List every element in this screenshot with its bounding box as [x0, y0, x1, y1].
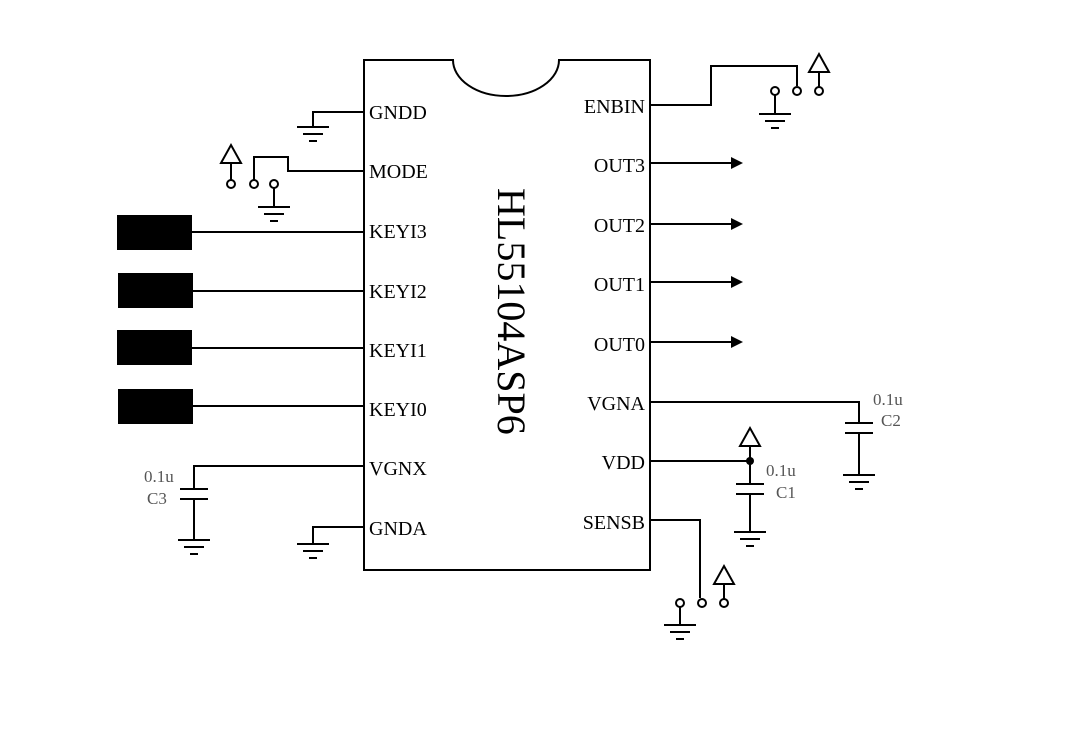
pin-label-out2: OUT2: [594, 215, 645, 237]
out0-output: [650, 336, 743, 348]
capacitor-value-label: 0.1u: [766, 461, 796, 480]
touch-pad-icon: [118, 389, 193, 424]
out2-output: [650, 218, 743, 230]
pin-label-mode: MODE: [369, 161, 428, 183]
chip-part-number: HL55104ASP6: [489, 188, 534, 435]
enbin-jumper-switch: [650, 51, 831, 129]
pin-label-keyi2: KEYI2: [369, 281, 427, 303]
pin-label-out1: OUT1: [594, 274, 645, 296]
pin-label-vdd: VDD: [602, 452, 645, 474]
pin-label-out3: OUT3: [594, 155, 645, 177]
ic-body: [363, 59, 651, 571]
capacitor-c2: 0.1u C2: [650, 390, 903, 490]
ground-symbol-icon: [759, 113, 791, 129]
pin-label-keyi0: KEYI0: [369, 399, 427, 421]
switch-terminal-icon: [770, 86, 780, 96]
arrow-right-icon: [731, 157, 743, 169]
capacitor-value-label: 0.1u: [873, 390, 903, 409]
capacitor-plate-icon: [180, 488, 208, 500]
ground-symbol-icon: [297, 543, 329, 559]
vdd-supply-triangle-icon: [807, 51, 831, 73]
switch-terminal-icon: [675, 598, 685, 608]
switch-terminal-icon: [792, 86, 802, 96]
touch-pad-icon: [117, 215, 192, 250]
pin-label-vgna: VGNA: [587, 393, 645, 415]
out3-output: [650, 157, 743, 169]
capacitor-ref-label: C2: [881, 411, 901, 430]
pin-label-enbin: ENBIN: [584, 96, 645, 118]
mode-jumper-switch: [219, 142, 364, 222]
ground-symbol-icon: [734, 531, 766, 547]
keyi3-touch-pad: [117, 215, 364, 250]
pin-label-keyi1: KEYI1: [369, 340, 427, 362]
pin-label-vgnx: VGNX: [369, 458, 427, 480]
ground-symbol-icon: [258, 206, 290, 222]
capacitor-value-label: 0.1u: [144, 467, 174, 486]
capacitor-c1: 0.1u C1: [650, 425, 796, 547]
capacitor-ref-label: C3: [147, 489, 167, 508]
keyi0-touch-pad: [118, 389, 364, 424]
touch-pad-icon: [118, 273, 193, 308]
switch-terminal-icon: [249, 179, 259, 189]
out1-output: [650, 276, 743, 288]
pin-label-out0: OUT0: [594, 334, 645, 356]
vdd-supply-triangle-icon: [712, 563, 736, 585]
capacitor-plate-icon: [736, 483, 764, 495]
keyi1-touch-pad: [117, 330, 364, 365]
arrow-right-icon: [731, 336, 743, 348]
vdd-supply-triangle-icon: [219, 142, 243, 164]
arrow-right-icon: [731, 276, 743, 288]
gnda-ground-connection: [297, 526, 364, 559]
ground-symbol-icon: [843, 474, 875, 490]
gndd-ground-connection: [297, 111, 364, 142]
ground-symbol-icon: [664, 624, 696, 640]
ground-symbol-icon: [178, 539, 210, 555]
switch-terminal-icon: [814, 86, 824, 96]
switch-terminal-icon: [719, 598, 729, 608]
ground-symbol-icon: [297, 126, 329, 142]
pin-label-gnda: GNDA: [369, 518, 427, 540]
touch-pad-icon: [117, 330, 192, 365]
capacitor-c3: 0.1u C3: [144, 465, 364, 555]
switch-terminal-icon: [269, 179, 279, 189]
keyi2-touch-pad: [118, 273, 364, 308]
capacitor-plate-icon: [845, 422, 873, 434]
vdd-supply-triangle-icon: [738, 425, 762, 447]
arrow-right-icon: [731, 218, 743, 230]
switch-terminal-icon: [697, 598, 707, 608]
switch-terminal-icon: [226, 179, 236, 189]
pin-label-gndd: GNDD: [369, 102, 427, 124]
capacitor-ref-label: C1: [776, 483, 796, 502]
sensb-jumper-switch: [650, 519, 736, 640]
pin-label-keyi3: KEYI3: [369, 221, 427, 243]
pin-label-sensb: SENSB: [583, 512, 645, 534]
